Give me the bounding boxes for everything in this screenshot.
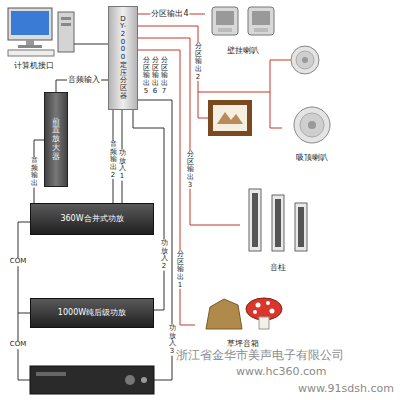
column-speaker-icon bbox=[243, 185, 313, 255]
node-label: DY-2000定压分区器 bbox=[120, 16, 127, 101]
speaker-group: 草坪音箱 bbox=[195, 295, 290, 350]
amplifier-box: 360W合并式功放 bbox=[30, 203, 154, 235]
interface-label: 计算机接口 bbox=[14, 62, 54, 71]
node-label: 草坪音箱 bbox=[227, 339, 259, 349]
amplifier-3 bbox=[30, 366, 154, 394]
zone-output-label: 分区输出7 bbox=[161, 57, 168, 95]
watermark: www.hc360.com bbox=[236, 366, 326, 378]
wire-label: 音频输出 bbox=[31, 157, 38, 188]
amp-input-label: 功放入3 bbox=[169, 325, 176, 356]
wall-speaker-icon bbox=[208, 4, 278, 38]
wire-label: 分区输出2 bbox=[195, 43, 202, 81]
amplifier-box: 1000W纯后级功放 bbox=[30, 298, 154, 328]
wire-label: 功放入1 bbox=[119, 150, 126, 181]
speaker-group: 吸顶喇叭 bbox=[282, 105, 342, 164]
wire-label: 功放入2 bbox=[161, 240, 168, 271]
node-label: 1000W纯后级功放 bbox=[58, 308, 126, 318]
speaker-group: 壁挂喇叭 bbox=[205, 4, 280, 57]
lawn-speaker-icon bbox=[198, 295, 288, 331]
node-label: 吸顶喇叭 bbox=[296, 153, 328, 163]
preamplifier: 前置放大器 bbox=[44, 92, 68, 187]
watermark: www.91sdsh.com bbox=[298, 383, 394, 395]
node-label: 音柱 bbox=[270, 263, 286, 273]
wires bbox=[18, 44, 172, 380]
wire-label: 分区输出1 bbox=[177, 251, 184, 289]
wire-label: 音频输出2 bbox=[110, 141, 117, 179]
com-label: COM bbox=[9, 258, 27, 266]
node-label: 前置放大器 bbox=[52, 118, 60, 162]
com-label: COM bbox=[9, 341, 27, 349]
wire-connector bbox=[138, 38, 240, 225]
wire-connector bbox=[138, 50, 195, 325]
zone-controller: DY-2000定压分区器 bbox=[108, 6, 138, 110]
wire-label: 音频输入 bbox=[67, 76, 101, 85]
picture-frame-speaker bbox=[208, 100, 252, 136]
computer-icon bbox=[8, 8, 74, 56]
ceiling-speaker bbox=[291, 46, 319, 74]
zone-output-label: 分区输出6 bbox=[152, 57, 159, 95]
watermark: 浙江省金华市美声电子有限公司 bbox=[176, 349, 344, 362]
wire-label: 分区输出3 bbox=[187, 151, 194, 189]
node-label: 360W合并式功放 bbox=[60, 214, 123, 224]
wire-connector bbox=[138, 26, 282, 128]
ceiling-speaker-icon bbox=[291, 105, 333, 145]
zone-output-label: 分区输出5 bbox=[143, 57, 150, 95]
node-label: 壁挂喇叭 bbox=[227, 46, 259, 56]
wire-label: 分区输出4 bbox=[150, 10, 189, 19]
speaker-group: 音柱 bbox=[240, 185, 315, 274]
